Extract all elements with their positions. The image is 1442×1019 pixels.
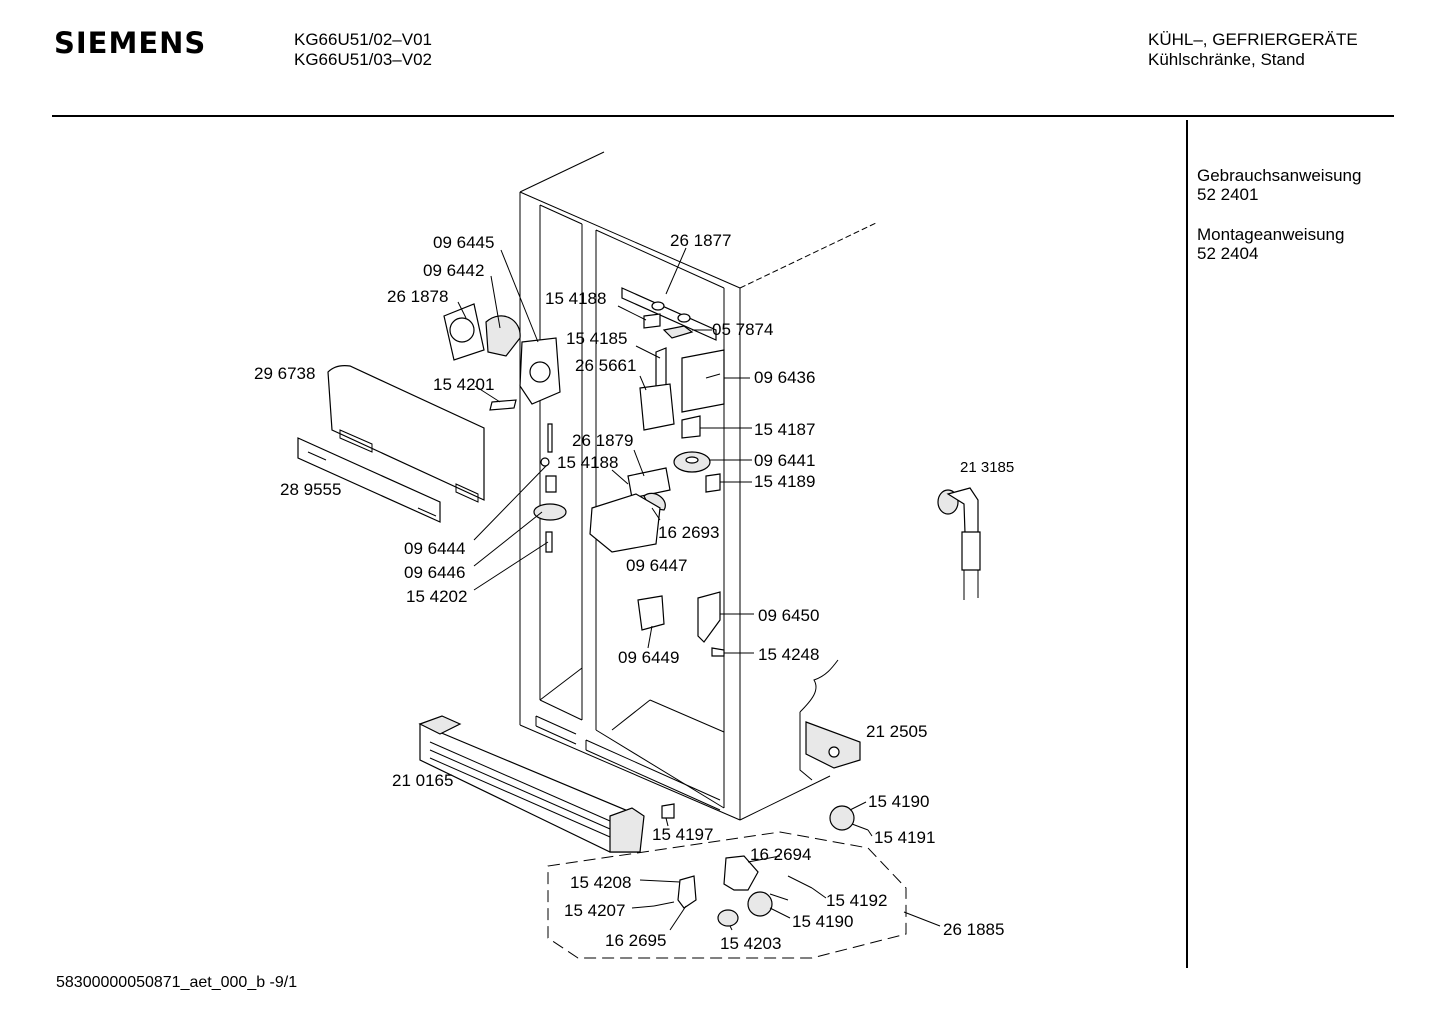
part-label: 09 6447 <box>626 556 687 575</box>
document-title: Gebrauchsanweisung <box>1197 166 1362 185</box>
category-line: KÜHL–, GEFRIERGERÄTE <box>1148 30 1358 49</box>
front-strip <box>297 437 441 523</box>
part-label: 15 4190 <box>868 792 929 811</box>
part-label: 15 4203 <box>720 934 781 953</box>
header-divider <box>52 115 1394 117</box>
product-category: KÜHL–, GEFRIERGERÄTE Kühlschränke, Stand <box>1148 30 1358 70</box>
drain-hose <box>937 487 981 600</box>
document-entry: Montageanweisung 52 2404 <box>1197 225 1361 263</box>
cabinet-outline <box>519 151 879 821</box>
part-labels: 09 6445 09 6442 26 1878 29 6738 15 4201 … <box>254 231 1014 953</box>
part-label: 15 4190 <box>792 912 853 931</box>
brand-logo: SIEMENS <box>54 26 207 60</box>
part-label: 15 4202 <box>406 587 467 606</box>
part-label: 09 6450 <box>758 606 819 625</box>
part-label: 15 4188 <box>557 453 618 472</box>
part-label: 15 4197 <box>652 825 713 844</box>
part-label: 09 6446 <box>404 563 465 582</box>
part-label: 16 2693 <box>658 523 719 542</box>
control-components <box>533 287 725 657</box>
part-label: 09 6441 <box>754 451 815 470</box>
part-label: 15 4188 <box>545 289 606 308</box>
part-label: 26 1877 <box>670 231 731 250</box>
bottom-small-parts <box>653 803 869 927</box>
document-number: 52 2404 <box>1197 244 1259 263</box>
part-label: 26 1878 <box>387 287 448 306</box>
document-code: 58300000050871_aet_000_b -9/1 <box>56 974 298 991</box>
part-label: 15 4192 <box>826 891 887 910</box>
part-label: 09 6436 <box>754 368 815 387</box>
part-label: 15 4191 <box>874 828 935 847</box>
document-entry: Gebrauchsanweisung 52 2401 <box>1197 166 1361 204</box>
part-label: 15 4185 <box>566 329 627 348</box>
part-label: 09 6444 <box>404 539 465 558</box>
part-label: 05 7874 <box>712 320 773 339</box>
part-label: 21 2505 <box>866 722 927 741</box>
part-label: 26 1879 <box>572 431 633 450</box>
part-label: 26 5661 <box>575 356 636 375</box>
category-line: Kühlschränke, Stand <box>1148 50 1305 69</box>
fan-housing <box>443 303 561 411</box>
exploded-parts-diagram: 09 6445 09 6442 26 1878 29 6738 15 4201 … <box>254 151 1014 959</box>
part-label: 28 9555 <box>280 480 341 499</box>
sidebar-divider <box>1186 120 1188 968</box>
base-grille <box>418 715 645 853</box>
part-label: 15 4187 <box>754 420 815 439</box>
part-label: 16 2695 <box>605 931 666 950</box>
assembly-group-outline <box>547 831 907 959</box>
part-label: 26 1885 <box>943 920 1004 939</box>
part-label: 16 2694 <box>750 845 811 864</box>
side-cutaway <box>799 659 861 781</box>
model-number: KG66U51/02–V01 <box>294 30 432 49</box>
part-label: 09 6445 <box>433 233 494 252</box>
part-label: 15 4201 <box>433 375 494 394</box>
part-label: 15 4189 <box>754 472 815 491</box>
part-label: 15 4208 <box>570 873 631 892</box>
document-list: Gebrauchsanweisung 52 2401 Montageanweis… <box>1197 166 1361 284</box>
document-title: Montageanweisung <box>1197 225 1345 244</box>
part-label: 21 3185 <box>960 459 1014 476</box>
front-panel <box>327 365 485 503</box>
part-label: 09 6442 <box>423 261 484 280</box>
document-number: 52 2401 <box>1197 185 1259 204</box>
part-label: 15 4248 <box>758 645 819 664</box>
model-number: KG66U51/03–V02 <box>294 50 432 69</box>
part-label: 09 6449 <box>618 648 679 667</box>
model-numbers: KG66U51/02–V01 KG66U51/03–V02 <box>294 30 432 70</box>
leader-lines <box>457 247 941 931</box>
part-label: 29 6738 <box>254 364 315 383</box>
part-label: 15 4207 <box>564 901 625 920</box>
part-label: 21 0165 <box>392 771 453 790</box>
